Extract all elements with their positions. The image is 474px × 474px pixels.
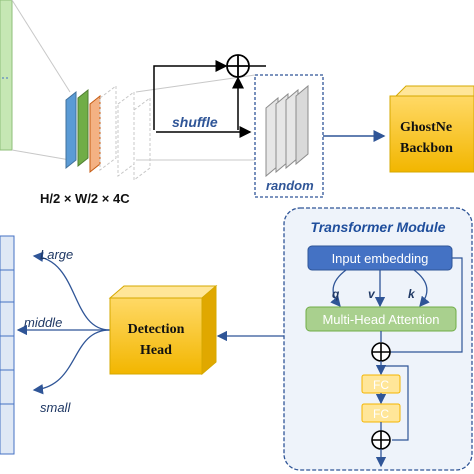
detection-label-line2: Head: [140, 343, 172, 358]
residual-2: [381, 365, 409, 441]
small-label: small: [40, 400, 71, 415]
large-output-arrow: [32, 251, 111, 331]
mha-label: Multi-Head Attention: [322, 312, 439, 327]
dims-label: H/2 × W/2 × 4C: [40, 191, 130, 206]
backbone-label-line1: GhostNe: [400, 120, 452, 135]
plus-circle-icon: [226, 54, 250, 78]
detection-head-box: [108, 284, 218, 376]
small-output-arrow: [32, 329, 111, 395]
fc2-label: FC: [373, 407, 389, 421]
transformer-module: [283, 207, 473, 471]
input-feature-block: [0, 0, 13, 151]
plus-circle-icon: [371, 342, 391, 362]
v-label: v: [368, 287, 376, 301]
skip-connection: [153, 60, 228, 130]
random-label: random: [266, 178, 314, 193]
detection-label-line1: Detection: [128, 322, 185, 337]
random-slices: [265, 84, 309, 178]
backbone-label-line2: Backbon: [400, 141, 453, 156]
qkv-arrows: [330, 269, 430, 308]
output-grid: [0, 235, 15, 455]
perspective-lines: [11, 0, 256, 161]
backbone-box: [389, 85, 474, 173]
middle-label: middle: [24, 315, 62, 330]
feature-slices: [65, 85, 151, 181]
residual-1: [390, 257, 463, 353]
plus-circle-icon: [371, 430, 391, 450]
k-label: k: [408, 287, 416, 301]
input-embedding-label: Input embedding: [332, 251, 429, 266]
fc1-label: FC: [373, 378, 389, 392]
shuffle-label: shuffle: [172, 114, 218, 130]
large-label: Large: [40, 247, 73, 262]
q-label: q: [332, 287, 340, 301]
transformer-title: Transformer Module: [310, 219, 445, 235]
